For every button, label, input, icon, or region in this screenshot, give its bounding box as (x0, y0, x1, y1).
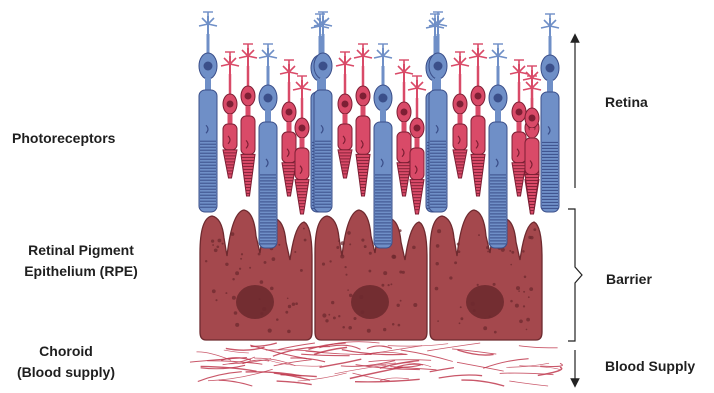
rod-photoreceptor-icon (489, 44, 507, 248)
blood-vessel-icon (367, 346, 392, 349)
blood-vessel-icon (519, 346, 558, 348)
cone-photoreceptor-icon (354, 44, 372, 196)
bracket-layer (568, 38, 582, 383)
rpe-cell-icon (200, 210, 312, 340)
cone-photoreceptor-icon (221, 52, 239, 178)
blood-vessel-icon (342, 350, 407, 355)
rod-photoreceptor-icon (541, 14, 559, 212)
cone-photoreceptor-icon (336, 52, 354, 178)
choroid-label: Choroid (Blood supply) (12, 341, 120, 383)
rpe-label-line2: Epithelium (RPE) (14, 261, 148, 282)
rod-photoreceptor-icon (259, 44, 277, 248)
blood-vessel-icon (277, 381, 312, 385)
cone-photoreceptor-icon (523, 66, 541, 214)
choroid-label-line2: (Blood supply) (12, 362, 120, 383)
cone-photoreceptor-icon (469, 44, 487, 196)
choroid-vessels (190, 342, 562, 386)
cone-photoreceptor-icon (451, 52, 469, 178)
rpe-nucleus (351, 285, 389, 319)
cone-photoreceptor-icon (239, 44, 257, 196)
rod-photoreceptor-icon (199, 12, 217, 212)
blood-vessel-icon (301, 354, 349, 356)
blood-vessel-icon (219, 380, 253, 386)
retina-label: Retina (605, 92, 648, 113)
blood-vessel-icon (461, 380, 504, 386)
blood-vessel-icon (458, 350, 494, 355)
rpe-nucleus (236, 285, 274, 319)
rpe-cell-icon (430, 210, 542, 340)
rod-photoreceptor-icon (314, 12, 332, 212)
rod-photoreceptor-icon (374, 44, 392, 248)
blood-vessel-icon (250, 345, 307, 359)
blood-vessel-icon (281, 375, 317, 377)
rpe-label-line1: Retinal Pigment (14, 240, 148, 261)
blood-supply-label: Blood Supply (605, 356, 695, 377)
photoreceptor-layer (199, 12, 559, 248)
rpe-cell-icon (315, 210, 427, 340)
blood-vessel-icon (369, 360, 432, 362)
photoreceptors-label: Photoreceptors (12, 128, 115, 149)
rod-photoreceptor-icon (429, 12, 447, 212)
barrier-label: Barrier (606, 269, 652, 290)
blood-vessel-icon (452, 349, 496, 354)
blood-vessel-icon (540, 363, 562, 366)
choroid-label-line1: Choroid (12, 341, 120, 362)
blood-vessel-icon (427, 343, 480, 351)
blood-vessel-icon (439, 375, 482, 378)
blood-vessel-icon (509, 381, 548, 386)
barrier-bracket (568, 209, 582, 341)
blood-vessel-icon (298, 373, 347, 381)
rpe-label: Retinal Pigment Epithelium (RPE) (14, 240, 148, 282)
blood-vessel-icon (388, 344, 448, 346)
